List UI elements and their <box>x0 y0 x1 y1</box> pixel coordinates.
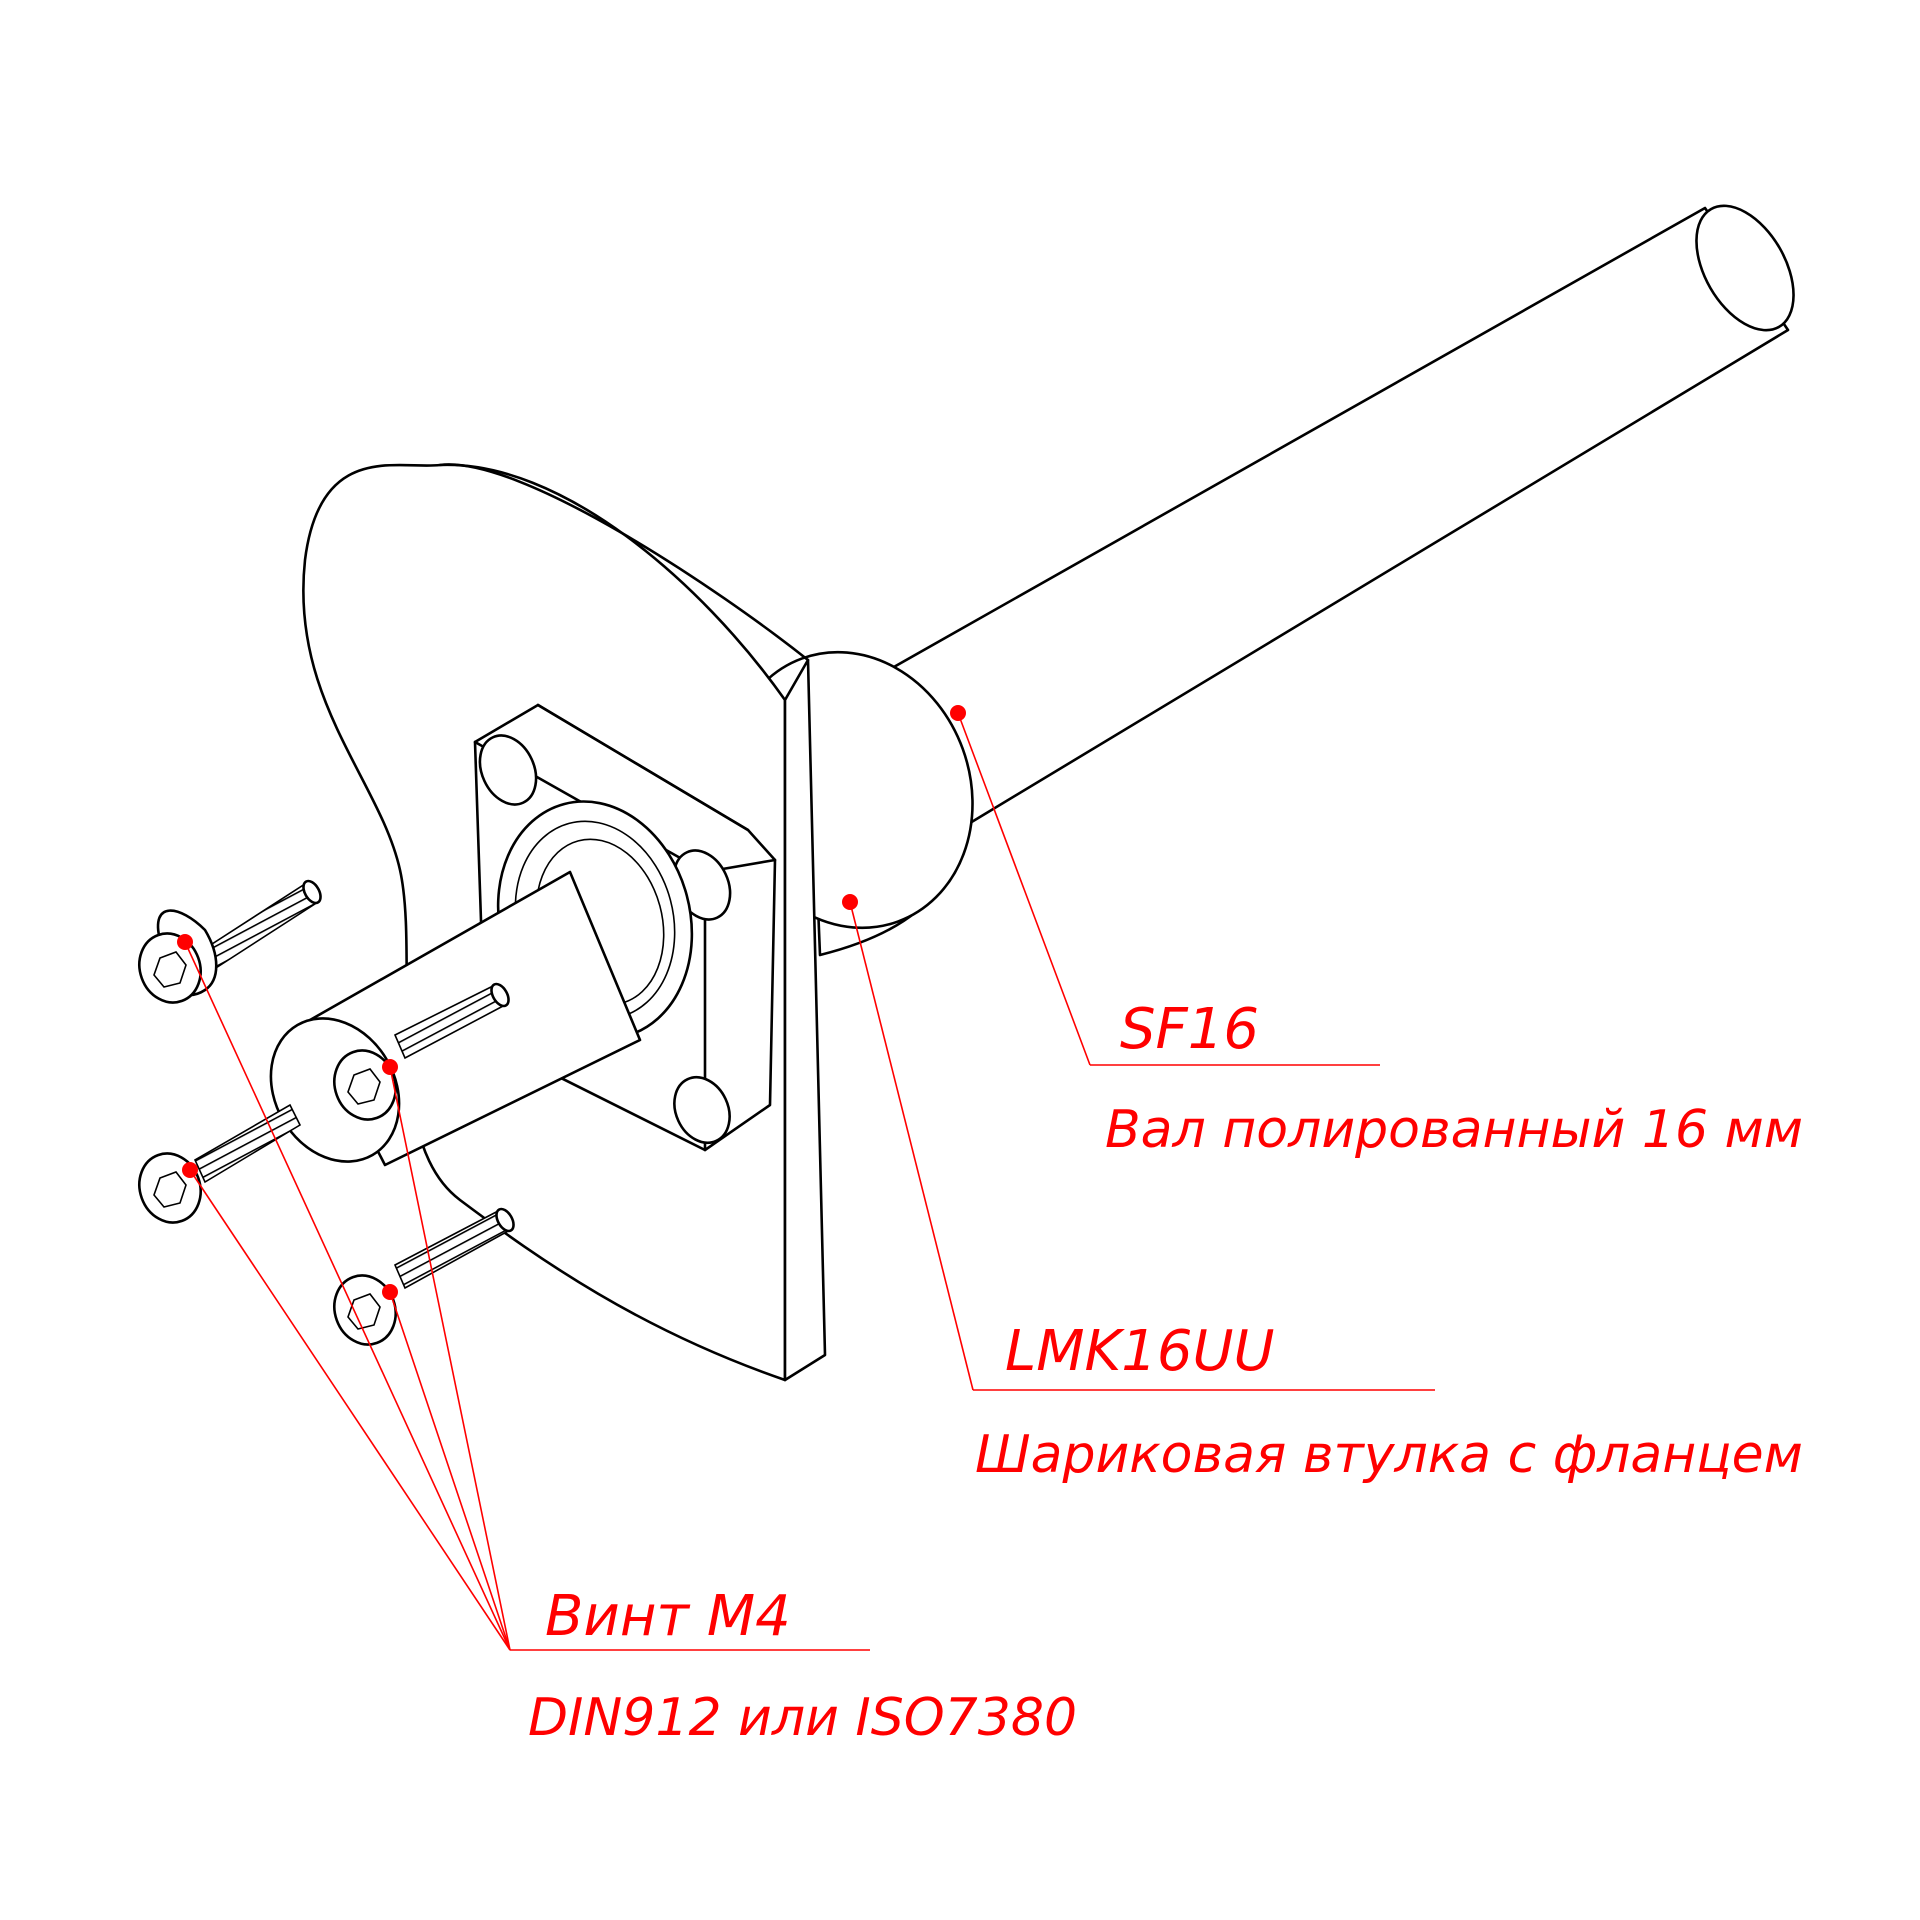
screw-description-label: DIN912 или ISO7380 <box>528 1688 1077 1748</box>
bushing-code-label: LMK16UU <box>1005 1319 1274 1384</box>
screw-bottom-center <box>333 1207 515 1346</box>
bushing-description-label: Шариковая втулка с фланцем <box>975 1425 1803 1485</box>
screw-center <box>333 982 510 1121</box>
screw-code-label: Винт М4 <box>545 1584 791 1649</box>
polished-shaft <box>883 204 1795 828</box>
bushing-leader <box>842 894 1435 1391</box>
shaft-description-label: Вал полированный 16 мм <box>1105 1100 1803 1160</box>
shaft-leader <box>950 705 1380 1066</box>
screw-bottom-left <box>138 1103 302 1224</box>
screw-top-left <box>138 879 322 1004</box>
screw-leaders <box>177 934 870 1651</box>
shaft-code-label: SF16 <box>1120 997 1259 1062</box>
